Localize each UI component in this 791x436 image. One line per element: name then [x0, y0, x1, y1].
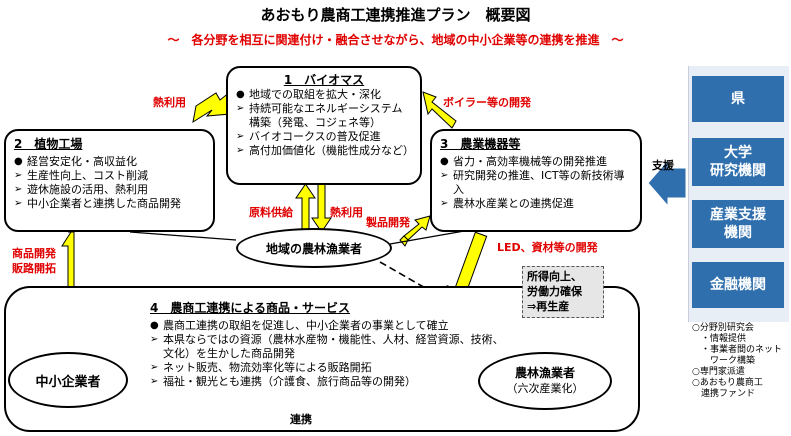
label-raw-supply: 原料供給 [249, 206, 293, 219]
note-income-line2: 労働力確保 [527, 285, 582, 298]
list-item: 地域での取組を拡大・深化 [236, 88, 412, 102]
label-product-dev-left-1: 商品開発 [12, 247, 56, 260]
note-income-line1: 所得向上、 [527, 270, 582, 283]
label-product-dev-mid: 製品開発 [366, 216, 410, 229]
list-item: 生産性向上、コスト削減 [14, 169, 205, 183]
list-item: 高付加価値化（機能性成分など） [236, 144, 414, 158]
note-line: ○分野別研究会 [692, 323, 754, 333]
list-item: 遊休施設の活用、熱利用 [14, 183, 205, 197]
line-box2-to-local [129, 231, 237, 241]
box-biomass-title: 1 バイオマス [283, 73, 365, 87]
list-item: 中小企業者と連携した商品開発 [14, 197, 205, 211]
label-heat-use-mid: 熱利用 [330, 206, 363, 219]
label-support: 支援 [652, 159, 674, 172]
label-product-dev-left-2: 販路開拓 [12, 262, 56, 275]
list-item: 農林水産業との連携促進 [440, 197, 632, 211]
arrow-product-dev-mid [403, 215, 431, 241]
note-income-line3: ⇒再生産 [527, 300, 570, 313]
page-title: あおもり農商工連携推進プラン 概要図 [260, 6, 531, 24]
note-income: 所得向上、 労働力確保 ⇒再生産 [522, 266, 604, 318]
note-line: ○あおもり農商工 [692, 378, 763, 388]
node-sme: 中小企業者 [8, 352, 128, 408]
note-line: ・事業者間のネット [692, 345, 783, 355]
note-line: ○専門家派遣 [692, 367, 745, 377]
note-line: 連携ファンド [692, 389, 756, 399]
box-biomass-list: 地域での取組を拡大・深化 持続可能なエネルギーシステム構築（発電、コジェネ等） … [236, 88, 414, 158]
arrow-raw-supply [295, 183, 316, 233]
box-plant-factory: 2 植物工場 経営安定化・高収益化 生産性向上、コスト削減 遊休施設の活用、熱利… [4, 129, 215, 232]
supporter-university: 大学 研究機関 [692, 138, 784, 186]
label-renkei: 連携 [290, 413, 312, 426]
arrow-boiler-dev [422, 91, 457, 129]
arrow-heat-use-left [192, 90, 231, 124]
note-line: ワーク構築 [692, 356, 756, 366]
node-local-farmers: 地域の農林漁業者 [236, 228, 392, 268]
label-boiler-dev: ボイラー等の開発 [443, 96, 531, 109]
supporter-finance: 金融機関 [692, 262, 784, 308]
supporter-label: 金融機関 [710, 277, 766, 293]
arrow-heat-use-mid [311, 183, 332, 233]
box-products-services-content: 4 農商工連携による商品・サービス 農商工連携の取組を促進し、中小企業者の事業と… [150, 299, 510, 389]
page-subtitle: ～ 各分野を相互に関連付け・融合させながら、地域の中小企業等の連携を推進 ～ [167, 33, 624, 47]
line-box3-to-local [389, 229, 471, 245]
list-item: 農商工連携の取組を促進し、中小企業者の事業として確立 [150, 319, 510, 333]
list-item: ネット販売、物流効率化等による販路開拓 [150, 361, 510, 375]
node-farmers-line2: （六次産業化） [506, 382, 584, 395]
box-products-services-list: 農商工連携の取組を促進し、中小企業者の事業として確立 本県ならではの資源（農林水… [150, 319, 510, 389]
list-item: 本県ならではの資源（農林水産物・機能性、人材、経営資源、技術、文化）を生かした商… [150, 333, 510, 361]
supporter-label: 県 [731, 91, 745, 107]
box-plant-factory-list: 経営安定化・高収益化 生産性向上、コスト削減 遊休施設の活用、熱利用 中小企業者… [14, 155, 205, 211]
label-heat-use-left: 熱利用 [153, 96, 186, 109]
box-biomass: 1 バイオマス 地域での取組を拡大・深化 持続可能なエネルギーシステム構築（発電… [226, 66, 422, 185]
box-agri-machinery-list: 省力・高効率機械等の開発推進 研究開発の推進、ICT等の新技術導入 農林水産業と… [440, 155, 632, 211]
label-led-dev: LED、資材等の開発 [497, 241, 598, 254]
support-notes: ○分野別研究会 ・情報提供 ・事業者間のネット ワーク構築 ○専門家派遣 ○あお… [692, 323, 782, 400]
list-item: 福祉・観光とも連携（介護食、旅行商品等の開発） [150, 375, 510, 389]
supporter-industry: 産業支援 機関 [692, 200, 784, 248]
node-farmers-line1: 農林漁業者 [514, 366, 575, 380]
box-products-services-title: 4 農商工連携による商品・サービス [150, 301, 350, 315]
label-product-dev-left: 商品開発 販路開拓 [12, 246, 56, 276]
box-agri-machinery-title: 3 農業機器等 [440, 137, 521, 151]
supporter-label: 大学 研究機関 [710, 145, 766, 179]
list-item: 持続可能なエネルギーシステム構築（発電、コジェネ等） [236, 102, 412, 130]
list-item: バイオコークスの普及促進 [236, 130, 412, 144]
box-plant-factory-title: 2 植物工場 [14, 137, 83, 151]
list-item: 研究開発の推進、ICT等の新技術導入 [440, 169, 632, 197]
node-farmers: 農林漁業者 （六次産業化） [478, 352, 612, 410]
note-line: ・情報提供 [692, 334, 747, 344]
box-agri-machinery: 3 農業機器等 省力・高効率機械等の開発推進 研究開発の推進、ICT等の新技術導… [430, 129, 642, 232]
list-item: 省力・高効率機械等の開発推進 [440, 155, 632, 169]
list-item: 経営安定化・高収益化 [14, 155, 205, 169]
arrow-support [647, 158, 687, 208]
supporter-prefecture: 県 [692, 76, 784, 122]
supporter-label: 産業支援 機関 [710, 207, 766, 241]
